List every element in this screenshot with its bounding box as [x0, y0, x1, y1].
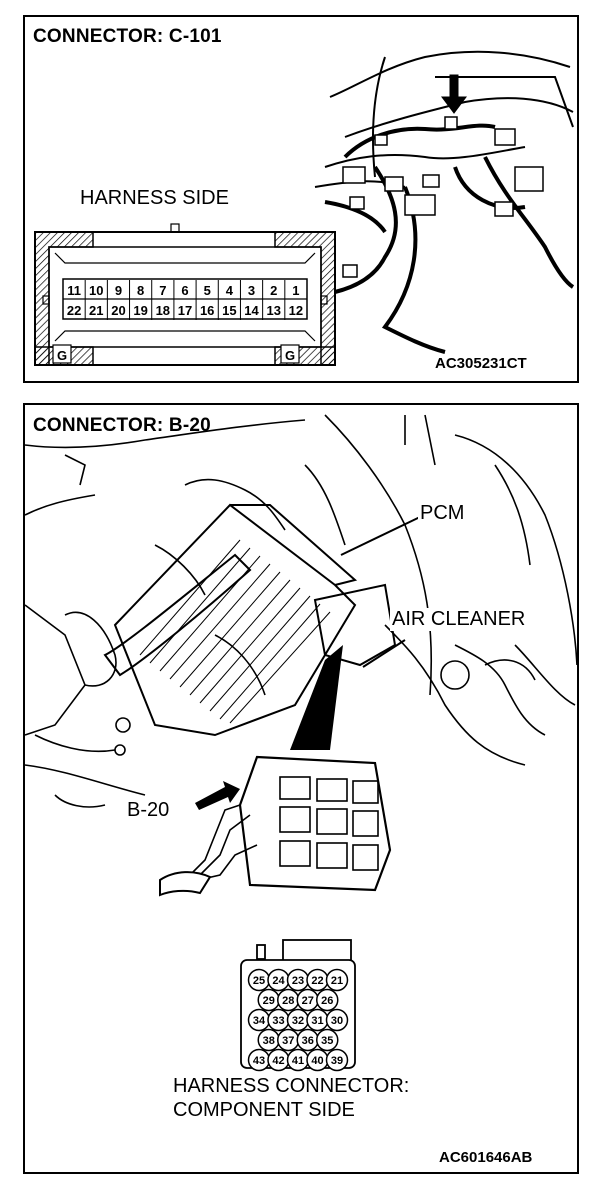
pin-label: 3 [248, 283, 255, 298]
pin-label: 29 [263, 995, 275, 1007]
pin-label: 12 [289, 303, 303, 318]
pin-label: 40 [311, 1055, 323, 1067]
pin-circle [325, 1008, 349, 1032]
connector-b20-panel: 25 24 23 22 21 29 28 27 26 34 33 32 31 30 38 37 36 35 43 42… [23, 403, 579, 1174]
pin-label: 8 [137, 283, 144, 298]
pin-label: 2 [270, 283, 277, 298]
pin-label: 17 [178, 303, 192, 318]
pin-label: 9 [115, 283, 122, 298]
pin-label: 42 [272, 1055, 284, 1067]
pin-label: 41 [292, 1055, 304, 1067]
pin-label: 22 [67, 303, 81, 318]
pin-label: 5 [204, 283, 211, 298]
pin-label: 28 [282, 995, 294, 1007]
dashboard-harness-illustration [314, 50, 575, 354]
pin-label: 32 [292, 1015, 304, 1027]
pin-label: 35 [321, 1035, 333, 1047]
air-cleaner-label: AIR CLEANER [390, 608, 528, 631]
pin-label: 33 [272, 1015, 284, 1027]
pin-label: 39 [331, 1055, 343, 1067]
pin-label: 23 [292, 975, 304, 987]
pin-circle [316, 988, 339, 1012]
pin-circle [325, 1048, 349, 1072]
pin-label: 15 [222, 303, 236, 318]
pin-label: 21 [89, 303, 103, 318]
pin-label: 43 [253, 1055, 265, 1067]
pin-label: 37 [282, 1035, 294, 1047]
panel-title: CONNECTOR: B-20 [33, 415, 211, 436]
caption-line2: COMPONENT SIDE [173, 1099, 355, 1121]
pin-label: 7 [159, 283, 166, 298]
pin-label: 14 [244, 303, 259, 318]
pin-label: 18 [156, 303, 170, 318]
ground-mark-left: G [57, 348, 67, 363]
pin-label: 31 [311, 1015, 323, 1027]
pin-label: 38 [263, 1035, 275, 1047]
ground-mark-right: G [285, 348, 295, 363]
pin-label: 21 [331, 975, 343, 987]
figure-code: AC601646AB [439, 1149, 533, 1166]
pin-label: 20 [111, 303, 125, 318]
pin-label: 25 [253, 975, 265, 987]
pin-label: 19 [133, 303, 147, 318]
panel-title: CONNECTOR: C-101 [33, 26, 222, 47]
pin-label: 6 [181, 283, 188, 298]
pin-circle [316, 1028, 339, 1052]
connector-c101-panel: CONNECTOR: C-101 HARNESS SIDE AC305231CT… [23, 15, 579, 383]
pin-label: 24 [272, 975, 285, 987]
pin-label: 34 [253, 1015, 266, 1027]
pin-label: 16 [200, 303, 214, 318]
pin-label: 10 [89, 283, 103, 298]
pcm-label: PCM [418, 502, 467, 525]
pin-label: 26 [321, 995, 333, 1007]
caption-line1: HARNESS CONNECTOR: [173, 1075, 410, 1097]
pin-label: 27 [302, 995, 314, 1007]
pin-circle [325, 968, 349, 992]
harness-side-label: HARNESS SIDE [80, 187, 229, 209]
pin-label: 1 [292, 283, 299, 298]
b20-connector-label: B-20 [127, 799, 170, 821]
pin-label: 11 [67, 283, 81, 298]
pin-label: 13 [266, 303, 280, 318]
figure-code: AC305231CT [435, 355, 527, 372]
engine-bay-illustration: 25 24 23 22 21 29 28 27 26 34 33 32 31 30 38 37 36 35 43 42… [24, 414, 578, 1072]
pin-label: 36 [302, 1035, 314, 1047]
pin-label: 30 [331, 1015, 343, 1027]
pin-label: 4 [226, 283, 234, 298]
pin-label: 22 [311, 975, 323, 987]
